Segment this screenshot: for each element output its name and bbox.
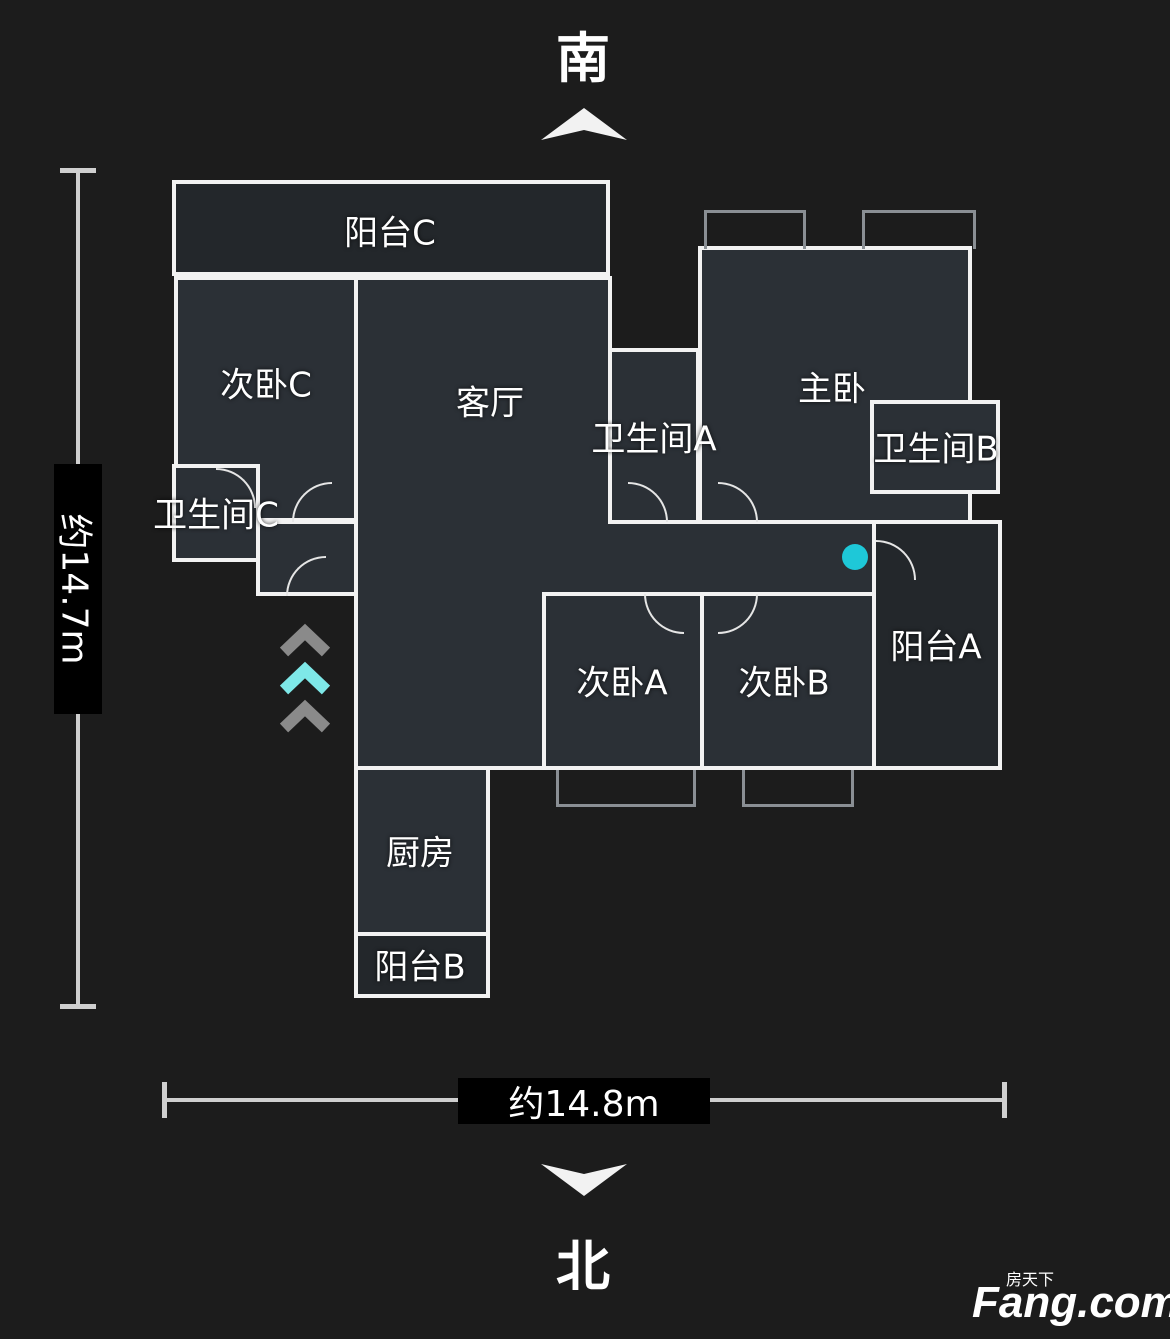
- room-kitchen: [354, 766, 490, 936]
- fang-logo-cn: 房天下: [1006, 1270, 1055, 1289]
- south-arrow-icon: [541, 108, 627, 140]
- label-bedroom-b: 次卧B: [738, 663, 830, 704]
- entry-chevrons-icon: [280, 623, 330, 733]
- label-master-bedroom: 主卧: [798, 369, 866, 410]
- label-bedroom-c: 次卧C: [220, 365, 312, 406]
- room-balcony-b: [354, 932, 490, 998]
- compass-south-label: 南: [556, 27, 610, 90]
- room-bathroom-a: [608, 348, 700, 524]
- fang-logo: 房天下 Fang.com: [972, 1266, 1170, 1327]
- label-kitchen: 厨房: [386, 833, 454, 874]
- label-living-room: 客厅: [456, 383, 524, 424]
- horizontal-dimension-cap-left: [162, 1082, 167, 1118]
- north-arrow-icon: [541, 1164, 627, 1196]
- window-bedroom-a: [556, 770, 696, 807]
- room-balcony-c: [172, 180, 610, 276]
- room-corridor: [540, 520, 880, 596]
- label-balcony-c: 阳台C: [344, 213, 436, 254]
- vertical-dimension-cap-top: [60, 168, 96, 173]
- label-bedroom-a: 次卧A: [576, 663, 668, 704]
- label-balcony-b: 阳台B: [374, 947, 466, 988]
- vertical-dimension-label: 约14.7m: [54, 513, 96, 665]
- label-bathroom-c: 卫生间C: [153, 495, 279, 536]
- label-bathroom-a: 卫生间A: [591, 419, 717, 460]
- vertical-dimension-cap-bottom: [60, 1004, 96, 1009]
- horizontal-dimension-cap-right: [1002, 1082, 1007, 1118]
- window-bedroom-b: [742, 770, 854, 807]
- position-marker-icon: [842, 544, 868, 570]
- fang-logo-en: Fang.com: [972, 1278, 1170, 1327]
- compass-north-label: 北: [556, 1235, 610, 1298]
- horizontal-dimension-label: 约14.8m: [508, 1084, 660, 1125]
- label-balcony-a: 阳台A: [890, 627, 982, 668]
- window-master-right: [862, 210, 976, 249]
- label-bathroom-b: 卫生间B: [873, 429, 999, 470]
- vertical-dimension-box: 约14.7m: [54, 464, 102, 714]
- room-bathroom-b: [870, 400, 1000, 494]
- horizontal-dimension-box: 约14.8m: [458, 1078, 710, 1125]
- window-master-left: [704, 210, 806, 249]
